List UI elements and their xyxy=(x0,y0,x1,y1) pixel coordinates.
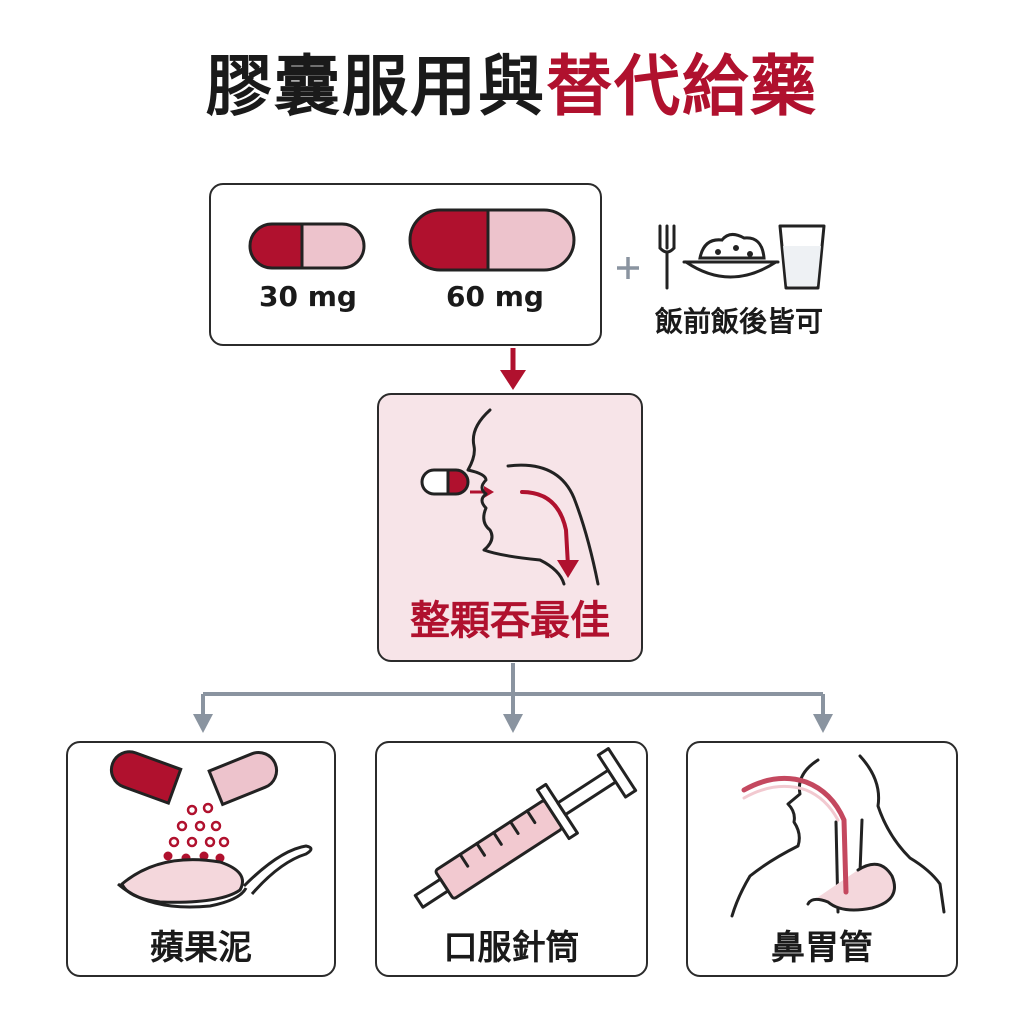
nasogastric-tube-label: 鼻胃管 xyxy=(771,928,873,968)
arrow-to-syringe xyxy=(503,714,523,733)
oral-syringe-label: 口服針筒 xyxy=(443,928,580,968)
swallow-whole-box xyxy=(377,393,643,662)
swallow-profile-icon xyxy=(420,408,600,586)
page-title: 膠囊服用與替代給藥 xyxy=(0,42,1024,132)
water-glass-icon xyxy=(778,224,826,290)
arrow-to-ng-tube xyxy=(813,714,833,733)
title-part-1: 膠囊服用與 xyxy=(206,48,546,125)
capsule-60mg-icon xyxy=(408,208,576,272)
swallow-whole-note: 整顆吞最佳 xyxy=(410,598,610,644)
rice-plate-icon xyxy=(682,233,780,279)
capsule-30mg-label: 30 mg xyxy=(259,280,357,313)
fork-icon xyxy=(658,224,676,290)
plus-icon xyxy=(617,257,639,279)
oral-syringe-icon xyxy=(413,747,638,909)
nasogastric-tube-icon xyxy=(730,754,946,918)
meal-timing-note: 飯前飯後皆可 xyxy=(654,305,823,338)
arrow-down-icon xyxy=(500,348,526,390)
applesauce-spoon-icon xyxy=(109,750,313,909)
applesauce-label: 蘋果泥 xyxy=(150,928,252,968)
branch-connectors xyxy=(201,663,825,716)
title-part-2: 替代給藥 xyxy=(546,48,818,125)
arrow-to-applesauce xyxy=(193,714,213,733)
capsule-60mg-label: 60 mg xyxy=(446,280,544,313)
capsule-30mg-icon xyxy=(248,222,366,270)
